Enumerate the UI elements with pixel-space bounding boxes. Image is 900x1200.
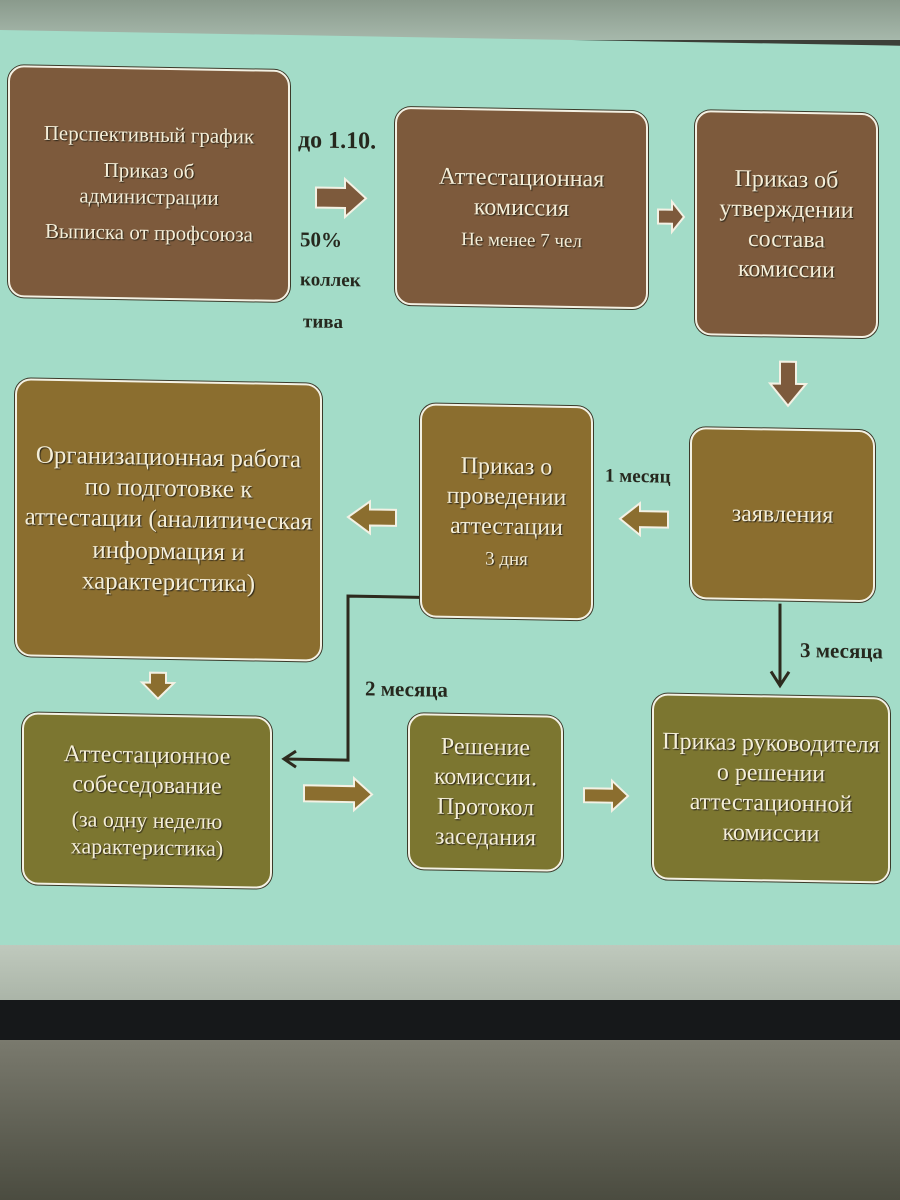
box-head-order: Приказ руководителя о решении аттестацио… bbox=[652, 693, 890, 884]
label-quorum-1: коллек bbox=[300, 269, 361, 292]
arrow-down-2 bbox=[139, 671, 177, 701]
label-quorum-2: тива bbox=[303, 311, 344, 333]
box-note: 3 дня bbox=[485, 548, 528, 571]
label-three-months: 3 месяца bbox=[800, 637, 883, 664]
screen-frame bbox=[0, 945, 900, 1005]
label-two-months: 2 месяца bbox=[365, 676, 448, 702]
box-attestation-order: Приказ о проведении аттестации 3 дня bbox=[420, 403, 593, 621]
box-title: заявления bbox=[731, 500, 834, 529]
box-title: Аттестационная комиссия bbox=[438, 163, 605, 223]
connectors bbox=[139, 176, 809, 813]
box-line: Перспективный график bbox=[43, 120, 255, 148]
arrow-right-3 bbox=[303, 775, 374, 813]
box-title: Приказ об утверждении состава комиссии bbox=[719, 165, 854, 284]
box-approval-order: Приказ об утверждении состава комиссии bbox=[695, 110, 878, 339]
arrow-right-2 bbox=[657, 198, 686, 235]
wall bbox=[0, 1040, 900, 1200]
arrow-right-1 bbox=[315, 176, 368, 220]
box-line: Приказ об администрации bbox=[79, 157, 219, 210]
box-decision: Решение комиссии. Протокол заседания bbox=[408, 713, 563, 872]
projected-slide: Перспективный график Приказ об администр… bbox=[0, 30, 900, 966]
box-line: Выписка от профсоюза bbox=[45, 219, 253, 247]
label-deadline: до 1.10. bbox=[298, 127, 377, 155]
box-schedule: Перспективный график Приказ об администр… bbox=[8, 65, 290, 303]
box-title: Приказ о проведении аттестации bbox=[446, 453, 567, 541]
line-2-months bbox=[284, 594, 420, 762]
arrow-right-4 bbox=[583, 778, 630, 813]
box-note: Не менее 7 чел bbox=[461, 229, 582, 253]
box-note: (за одну неделю характеристика) bbox=[70, 805, 224, 861]
arrow-left-2 bbox=[346, 499, 397, 536]
box-organizational-work: Организационная работа по подготовке к а… bbox=[15, 378, 322, 662]
label-one-month: 1 месяц bbox=[605, 465, 671, 488]
label-quorum-pct: 50% bbox=[300, 227, 342, 252]
arrow-down-1 bbox=[767, 360, 809, 408]
box-title: Решение комиссии. Протокол заседания bbox=[433, 733, 537, 852]
box-interview: Аттестационное собеседование (за одну не… bbox=[22, 712, 272, 889]
box-title: Приказ руководителя о решении аттестацио… bbox=[662, 728, 880, 848]
box-applications: заявления bbox=[690, 427, 875, 603]
box-title: Организационная работа по подготовке к а… bbox=[24, 441, 313, 598]
box-commission: Аттестационная комиссия Не менее 7 чел bbox=[395, 106, 648, 310]
box-title: Аттестационное собеседование bbox=[63, 740, 231, 800]
arrow-left-1 bbox=[618, 501, 669, 538]
screen-bezel bbox=[0, 1000, 900, 1040]
